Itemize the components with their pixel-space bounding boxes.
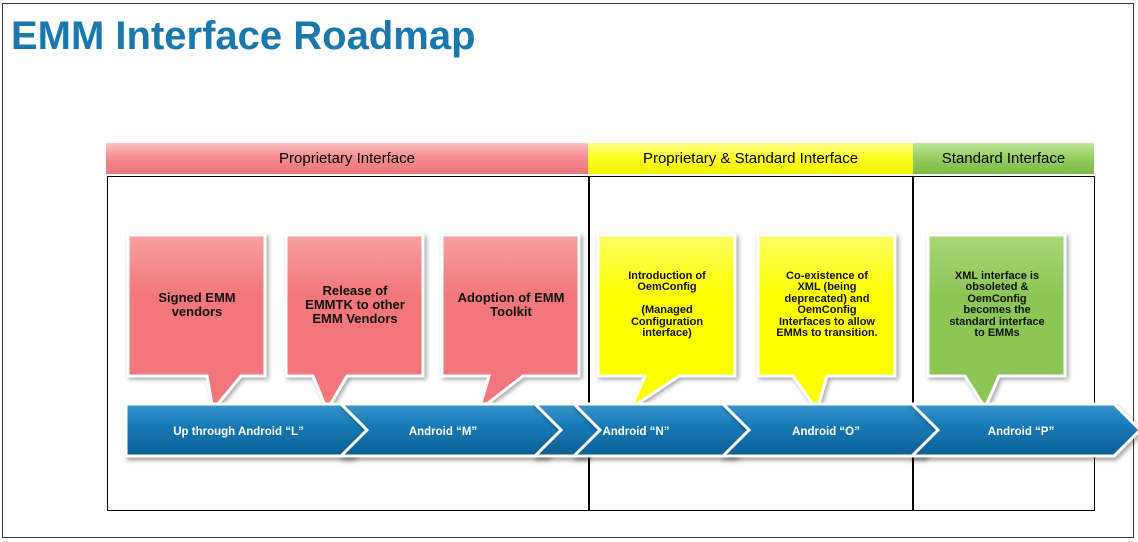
callout-body	[756, 233, 897, 414]
timeline-label-n: Android “N”	[602, 426, 670, 438]
callout-shape	[596, 233, 737, 413]
callout-body	[284, 233, 425, 414]
phase-proprietary-column	[107, 176, 589, 511]
callout-text: XML interface is obsoleted & OemConfig b…	[949, 269, 1045, 339]
timeline-arrows	[124, 402, 1138, 458]
phase-standard-header: Standard Interface	[913, 143, 1094, 174]
callout-body	[596, 233, 737, 413]
callout-shape	[284, 233, 425, 414]
timeline-chevron	[908, 402, 1138, 458]
callout-body	[126, 233, 267, 414]
callout-text: Adoption of EMM Toolkit	[457, 290, 565, 319]
slide-title: EMM Interface Roadmap	[11, 14, 476, 58]
callout-shape	[756, 233, 897, 414]
timeline-label-p: Android “P”	[987, 426, 1055, 438]
callout-text: Signed EMM vendors	[158, 290, 236, 319]
callout-text: Co-existence of XML (being deprecated) a…	[776, 269, 878, 339]
callout-shape	[926, 233, 1067, 412]
callout-shape	[440, 233, 581, 415]
timeline-label-m: Android “M”	[408, 426, 478, 438]
timeline-label-l: Up through Android “L”	[173, 426, 304, 438]
callout-body	[440, 233, 581, 415]
callout-text: Release of EMMTK to other EMM Vendors	[305, 283, 405, 326]
phase-proprietary-header: Proprietary Interface	[106, 143, 588, 174]
callout-body	[926, 233, 1067, 412]
phase-mixed-column	[589, 176, 914, 511]
timeline-label-o: Android “O”	[792, 426, 860, 438]
callout-shape	[126, 233, 267, 414]
phase-mixed-header: Proprietary & Standard Interface	[588, 143, 913, 174]
phase-standard-column	[912, 176, 1095, 511]
callout-text: Introduction of OemConfig (Managed Confi…	[628, 269, 706, 339]
